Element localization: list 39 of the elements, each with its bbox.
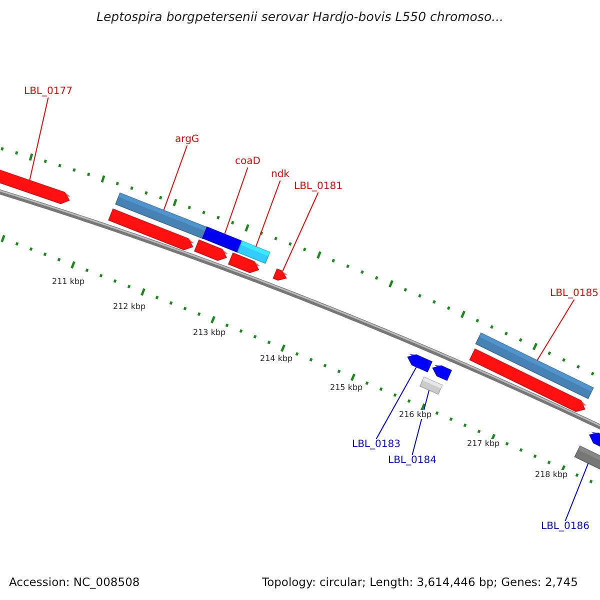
- scale-label: 215 kbp: [330, 383, 363, 392]
- gene-label: argG: [175, 134, 200, 146]
- scale-label: 214 kbp: [260, 354, 293, 364]
- genome-info-text: Topology: circular; Length: 3,614,446 bp; Genes: 2,745: [262, 576, 578, 590]
- gene-feature: [589, 432, 600, 450]
- gene-feature: [194, 239, 228, 261]
- leader-line: [224, 167, 248, 235]
- gene-bar: [419, 376, 443, 395]
- scale-label: 218 kbp: [535, 470, 568, 480]
- gene-feature: [108, 208, 194, 250]
- scale-label: 213 kbp: [193, 328, 226, 338]
- leader-line: [536, 299, 575, 361]
- gene-label: LBL_0186: [541, 521, 590, 532]
- gene-label: coaD: [235, 156, 260, 168]
- leader-line: [255, 180, 281, 248]
- gene-label: LBL_0185: [550, 288, 598, 300]
- scale-label: 212 kbp: [113, 302, 146, 312]
- scale-label: 211 kbp: [52, 277, 85, 286]
- leader-line: [163, 145, 188, 211]
- gene-feature: [407, 354, 432, 372]
- accession-text: Accession: NC_008508: [9, 576, 140, 590]
- title: Leptospira borgpetersenii serovar Hardjo-bovis L550 chromoso...: [95, 10, 505, 24]
- leader-line: [29, 97, 49, 181]
- gene-feature: [272, 268, 288, 281]
- gene-label: ndk: [271, 169, 290, 180]
- gene-label: LBL_0183: [352, 439, 400, 450]
- leader-line: [376, 366, 417, 440]
- gene-feature: [432, 364, 452, 381]
- leader-line: [412, 390, 430, 456]
- scale-label: 217 kbp: [467, 439, 500, 448]
- leader-line: [564, 462, 589, 522]
- gene-feature: [469, 348, 586, 412]
- scale-label: 216 kbp: [399, 410, 432, 420]
- leader-line: [282, 192, 319, 272]
- gene-label: LBL_0181: [294, 181, 342, 192]
- gene-feature: [228, 252, 260, 274]
- gene-label: LBL_0177: [24, 86, 72, 98]
- gene-bar: [574, 445, 600, 470]
- gene-label: LBL_0184: [388, 455, 436, 466]
